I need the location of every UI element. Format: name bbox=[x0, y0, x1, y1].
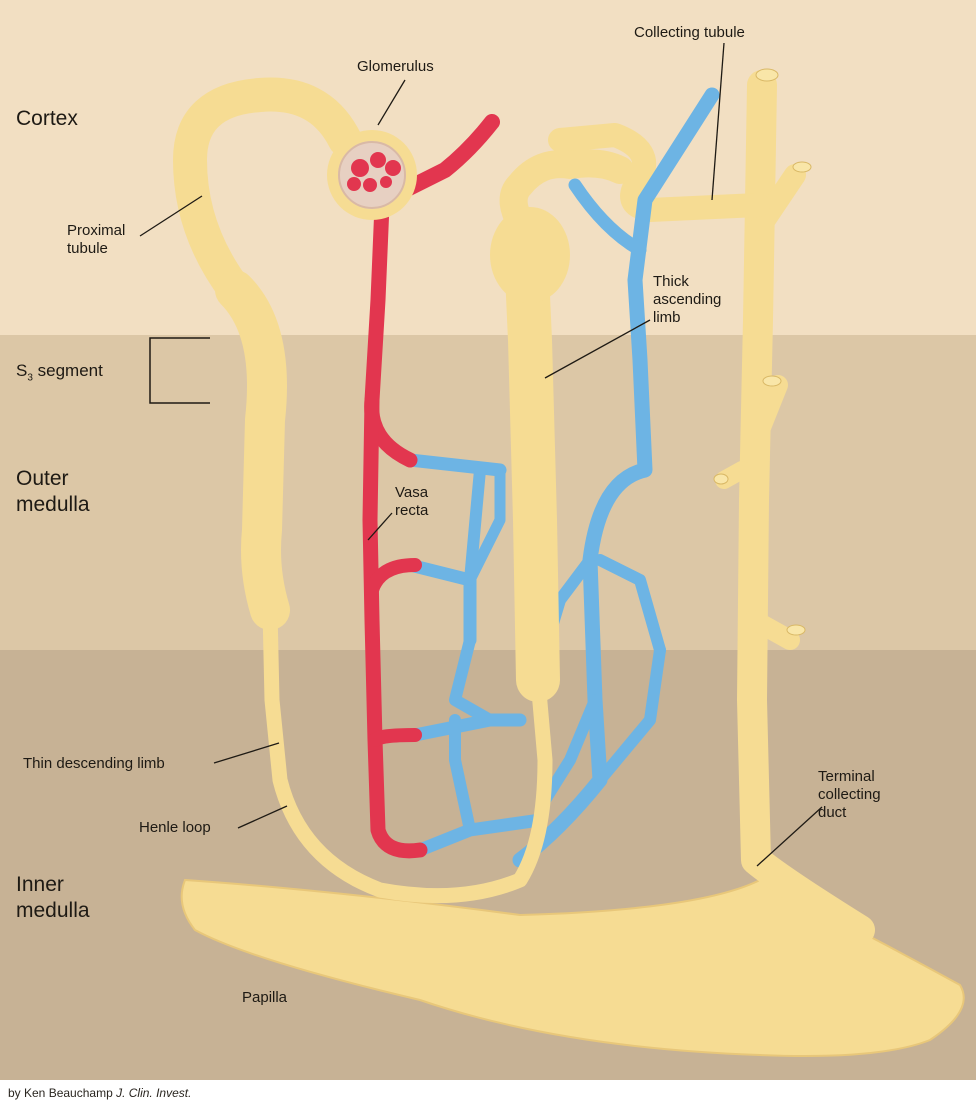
outer-medulla-band bbox=[0, 335, 976, 650]
thick-ascending-limb-bulge bbox=[490, 207, 570, 303]
credit-line: by Ken Beauchamp J. Clin. Invest. bbox=[8, 1086, 191, 1100]
collecting-duct-branch-low bbox=[787, 625, 805, 635]
credit-journal: J. Clin. Invest. bbox=[116, 1086, 191, 1100]
s3-prefix: S bbox=[16, 361, 27, 380]
thin-descending-limb-label: Thin descending limb bbox=[23, 755, 165, 773]
collecting-duct-branch-left bbox=[714, 474, 728, 484]
collecting-tubule-label: Collecting tubule bbox=[634, 24, 745, 42]
papilla-label: Papilla bbox=[242, 989, 287, 1007]
cortex-label: Cortex bbox=[16, 106, 78, 132]
s3-suffix: segment bbox=[33, 361, 103, 380]
glomerulus-label: Glomerulus bbox=[357, 58, 434, 76]
outer-medulla-label: Outer medulla bbox=[16, 466, 90, 518]
thick-ascending-limb-label: Thick ascending limb bbox=[653, 273, 721, 327]
collecting-duct-top bbox=[756, 69, 778, 81]
collecting-duct-branch-top bbox=[793, 162, 811, 172]
inner-medulla-label: Inner medulla bbox=[16, 872, 90, 924]
credit-author: by Ken Beauchamp bbox=[8, 1086, 116, 1100]
henle-loop-label: Henle loop bbox=[139, 819, 211, 837]
cortex-band bbox=[0, 0, 976, 335]
glomerulus bbox=[327, 130, 417, 220]
terminal-collecting-duct-label: Terminal collecting duct bbox=[818, 768, 881, 822]
vasa-recta-label: Vasa recta bbox=[395, 484, 428, 520]
proximal-tubule-label: Proximal tubule bbox=[67, 222, 125, 258]
s3-segment-label: S3 segment bbox=[16, 358, 103, 391]
collecting-duct-branch-mid bbox=[763, 376, 781, 386]
